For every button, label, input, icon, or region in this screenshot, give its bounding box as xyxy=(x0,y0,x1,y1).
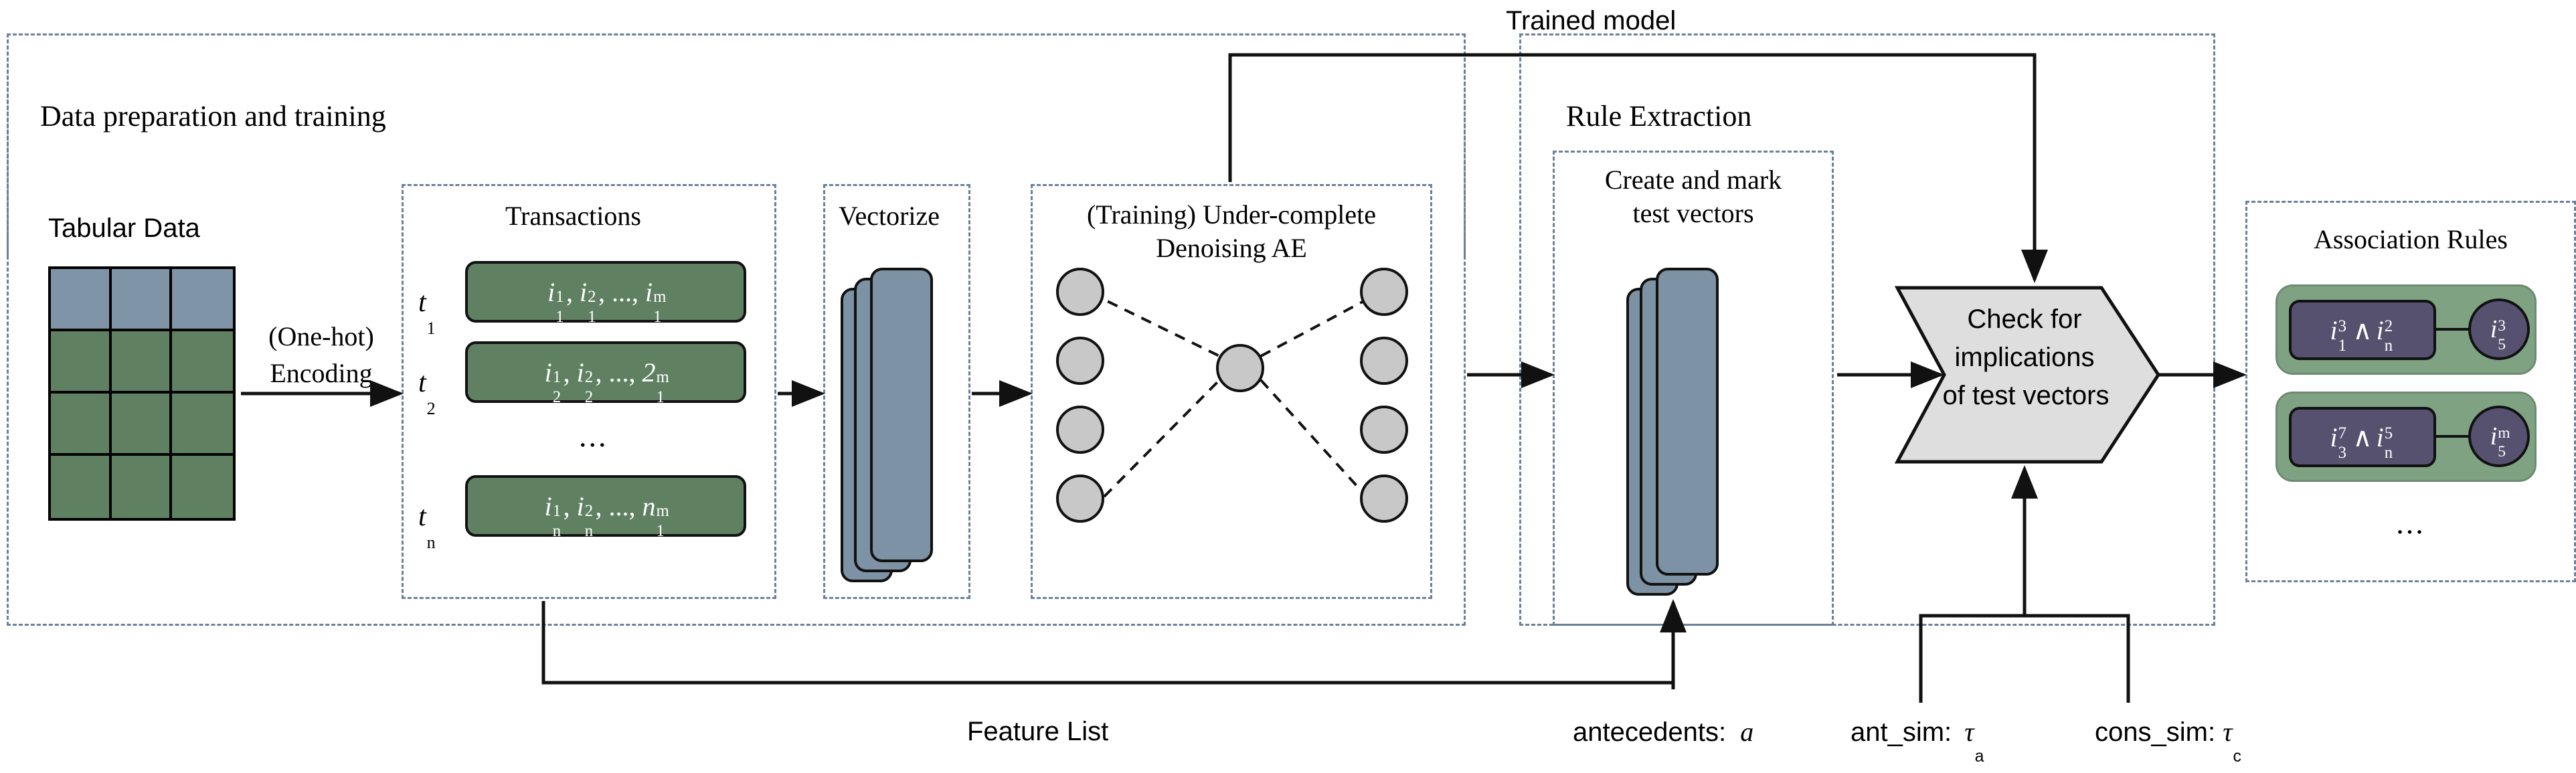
association-rules-title: Association Rules xyxy=(2314,224,2508,254)
ae-input-node xyxy=(1056,337,1104,385)
vector-card xyxy=(870,268,933,562)
ae-output-node xyxy=(1360,268,1408,316)
param-antecedents-symbol: a xyxy=(1740,717,1754,747)
transactions-ellipsis: ... xyxy=(579,419,608,453)
rule-connector-line xyxy=(2436,435,2471,438)
check-label-line3: of test vectors xyxy=(1942,381,2110,410)
label-trained-model: Trained model xyxy=(1506,6,1677,35)
param-ant-sim-symbol: τ xyxy=(1964,717,1974,747)
table-cell xyxy=(51,269,112,331)
vectorize-title: Vectorize xyxy=(839,201,940,231)
table-cell xyxy=(51,331,112,394)
test-vector-card xyxy=(1656,268,1719,576)
container-association-rules xyxy=(2245,201,2576,582)
ae-output-node xyxy=(1360,475,1408,523)
ae-input-node xyxy=(1056,475,1104,523)
table-cell xyxy=(111,331,173,394)
tabular-data-title: Tabular Data xyxy=(48,213,200,243)
check-label-line2: implications xyxy=(1954,343,2095,372)
table-cell xyxy=(172,394,233,456)
wire-ant-sim xyxy=(1919,614,2130,703)
ae-input-node xyxy=(1056,268,1104,316)
tabular-data-grid xyxy=(48,266,236,521)
table-cell xyxy=(51,394,112,456)
param-cons-sim-symbol: τ xyxy=(2223,717,2233,747)
autoencoder-title-line1: (Training) Under-complete xyxy=(1086,199,1377,230)
table-cell xyxy=(172,331,233,394)
section-title-rule-extraction: Rule Extraction xyxy=(1566,100,1752,133)
container-rule-extraction xyxy=(1519,33,2215,626)
table-cell xyxy=(111,394,173,456)
test-vectors-title-line1: Create and mark xyxy=(1604,165,1782,195)
label-encoding-line2: Encoding xyxy=(270,358,373,388)
label-feature-list: Feature List xyxy=(967,717,1109,746)
table-cell xyxy=(51,456,112,518)
label-encoding-line1: (One-hot) xyxy=(268,321,374,351)
ae-bottleneck-node xyxy=(1216,344,1264,392)
table-cell xyxy=(172,456,233,518)
rule-connector-line xyxy=(2436,328,2471,331)
table-cell xyxy=(111,269,173,331)
ae-output-node xyxy=(1360,406,1408,454)
param-ant-sim-label: ant_sim: xyxy=(1851,717,1952,747)
param-antecedents: antecedents: a xyxy=(1573,716,1753,748)
param-cons-sim-symbol-sub: c xyxy=(2233,748,2241,766)
section-title-data-prep: Data preparation and training xyxy=(40,100,386,133)
autoencoder-title-line2: Denoising AE xyxy=(1156,233,1307,263)
table-cell xyxy=(172,269,233,331)
param-cons-sim-label: cons_sim: xyxy=(2095,717,2216,747)
association-rules-ellipsis: ... xyxy=(2396,506,2425,540)
check-label-line1: Check for xyxy=(1967,305,2082,334)
ae-output-node xyxy=(1360,337,1408,385)
table-cell xyxy=(111,456,173,518)
param-antecedents-label: antecedents: xyxy=(1573,717,1727,747)
test-vectors-title-line2: test vectors xyxy=(1632,198,1754,228)
transactions-title: Transactions xyxy=(505,201,641,231)
ae-input-node xyxy=(1056,406,1104,454)
param-ant-sim-symbol-sub: a xyxy=(1974,748,1984,766)
